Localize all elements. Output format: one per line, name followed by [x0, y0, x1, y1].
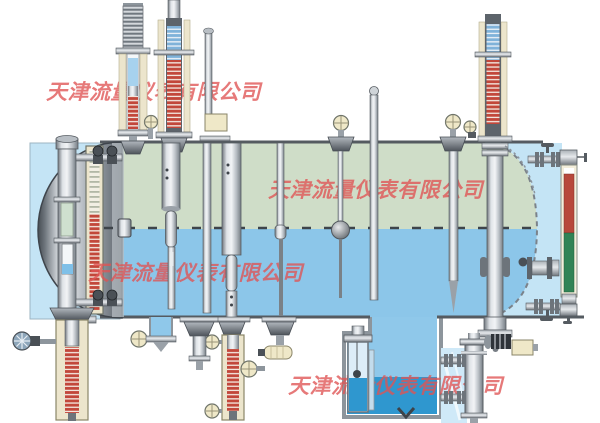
- transmitter-horn: [484, 334, 538, 356]
- flag-column-blue: [486, 24, 500, 60]
- probe-2-with-transmitter-head: [199, 27, 231, 314]
- gauge-green-section: [563, 232, 575, 293]
- surface-float-box: [117, 218, 132, 238]
- watermark-text: 天津流量仪表有限公司: [88, 261, 305, 285]
- glass-tube-level-gauge: [53, 135, 123, 314]
- upper-process-tap: [440, 354, 466, 367]
- handwheel-icon: [92, 289, 104, 301]
- top-isolation-valves: [75, 145, 123, 164]
- handwheel-icon: [106, 145, 118, 157]
- indicator-ribbed-top: [122, 5, 144, 49]
- nozzle-dome-base: [218, 321, 246, 336]
- flag-column-red: [486, 60, 500, 124]
- probe-4-displacer-rod: [240, 142, 297, 378]
- tank-top-gauge-valve: [143, 114, 159, 139]
- flag-column-red: [65, 347, 79, 413]
- sight-window-upper: [60, 202, 74, 237]
- handwheel-icon: [92, 145, 104, 157]
- nozzle-dome-base: [183, 321, 215, 337]
- nozzle-dome-base: [120, 140, 146, 155]
- float-ball-level-sensor: [327, 114, 355, 298]
- probe-7-with-valve: [439, 113, 467, 313]
- gauge-side-valve: [463, 120, 477, 138]
- drain-valve: [12, 331, 56, 351]
- head-mounted-flag-level-gauge: [85, 145, 104, 315]
- tank-bottom-fittings: [130, 316, 219, 370]
- transmitter-head-box: [204, 113, 228, 132]
- flag-column-empty: [89, 150, 100, 214]
- chamber-liquid: [349, 378, 367, 411]
- t-handle-icon: [540, 317, 553, 321]
- top-mounted-magnetic-level-gauge-2: [153, 0, 195, 153]
- transmitter-head-box: [511, 339, 534, 356]
- lower-process-tap: [440, 391, 466, 404]
- chamber-through-tube: [486, 149, 504, 319]
- handwheel-icon: [106, 289, 118, 301]
- flag-column-red: [227, 349, 239, 411]
- drain-arrow-icon: [396, 407, 416, 420]
- bypass-level-gauge-red-green: [525, 143, 587, 324]
- drain-pocket: [149, 317, 173, 336]
- top-mounted-magnetic-level-gauge-3: [463, 14, 536, 352]
- top-mounted-magnetic-level-gauge-1: [115, 3, 151, 155]
- bottom-tap-valve: [525, 299, 561, 321]
- float-icon: [128, 86, 138, 96]
- float-ball-icon: [331, 220, 350, 240]
- bottom-isolation-valves: [75, 289, 123, 307]
- bottom-mounted-magnetic-level-gauge-left: [12, 307, 95, 421]
- flag-column-red: [89, 214, 100, 310]
- watermark-text: 天津流量仪表有限公司: [46, 80, 263, 104]
- flag-column-red: [167, 60, 181, 128]
- external-displacer-chamber: [440, 333, 538, 423]
- dome-side-nozzle: [518, 257, 560, 279]
- glass-liquid-column: [128, 58, 138, 86]
- flag-column-red: [128, 96, 138, 129]
- sight-window-liquid: [62, 264, 73, 274]
- float-icon: [353, 370, 361, 378]
- probe-6-thin-pipe: [369, 86, 379, 301]
- float-switch-chamber: [343, 325, 416, 420]
- local-indicator-dials: [204, 334, 222, 419]
- t-handle-icon: [541, 143, 554, 147]
- gauge-red-section: [563, 173, 575, 234]
- stilling-well-probe-1: [161, 142, 181, 310]
- stilling-well-probe-3: [221, 142, 242, 319]
- transmitter-body: [263, 345, 293, 360]
